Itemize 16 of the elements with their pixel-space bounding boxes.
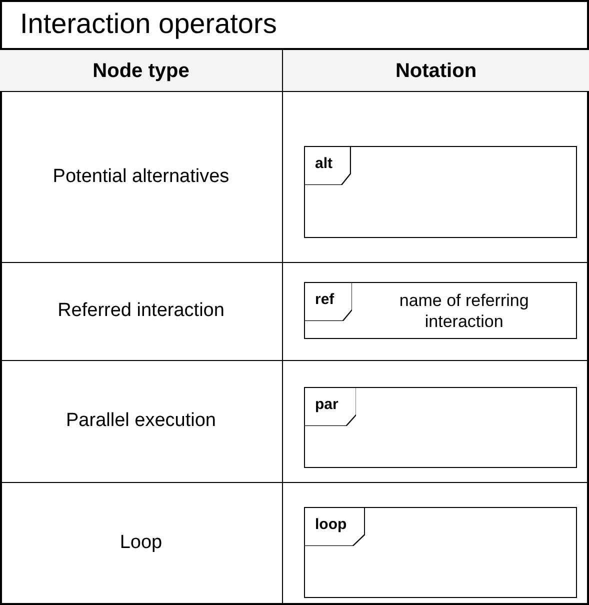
interaction-frame <box>304 387 577 468</box>
node-type-text: Loop <box>120 531 162 556</box>
node-type-text: Parallel execution <box>66 408 216 433</box>
frame-text: name of referring interaction <box>398 290 530 332</box>
column-header: Notation <box>395 59 477 84</box>
table-title: Interaction operators <box>20 7 277 41</box>
operator-tab: par <box>305 388 356 426</box>
operator-tab: alt <box>305 147 351 185</box>
interaction-frame <box>304 507 577 598</box>
node-type-text: Referred interaction <box>58 298 224 323</box>
operator-tab: ref <box>305 283 352 321</box>
node-type-text: Potential alternatives <box>52 164 230 189</box>
operator-tab: loop <box>305 508 365 546</box>
interaction-frame <box>304 282 577 339</box>
interaction-frame <box>304 146 577 238</box>
column-header: Node type <box>92 59 190 84</box>
